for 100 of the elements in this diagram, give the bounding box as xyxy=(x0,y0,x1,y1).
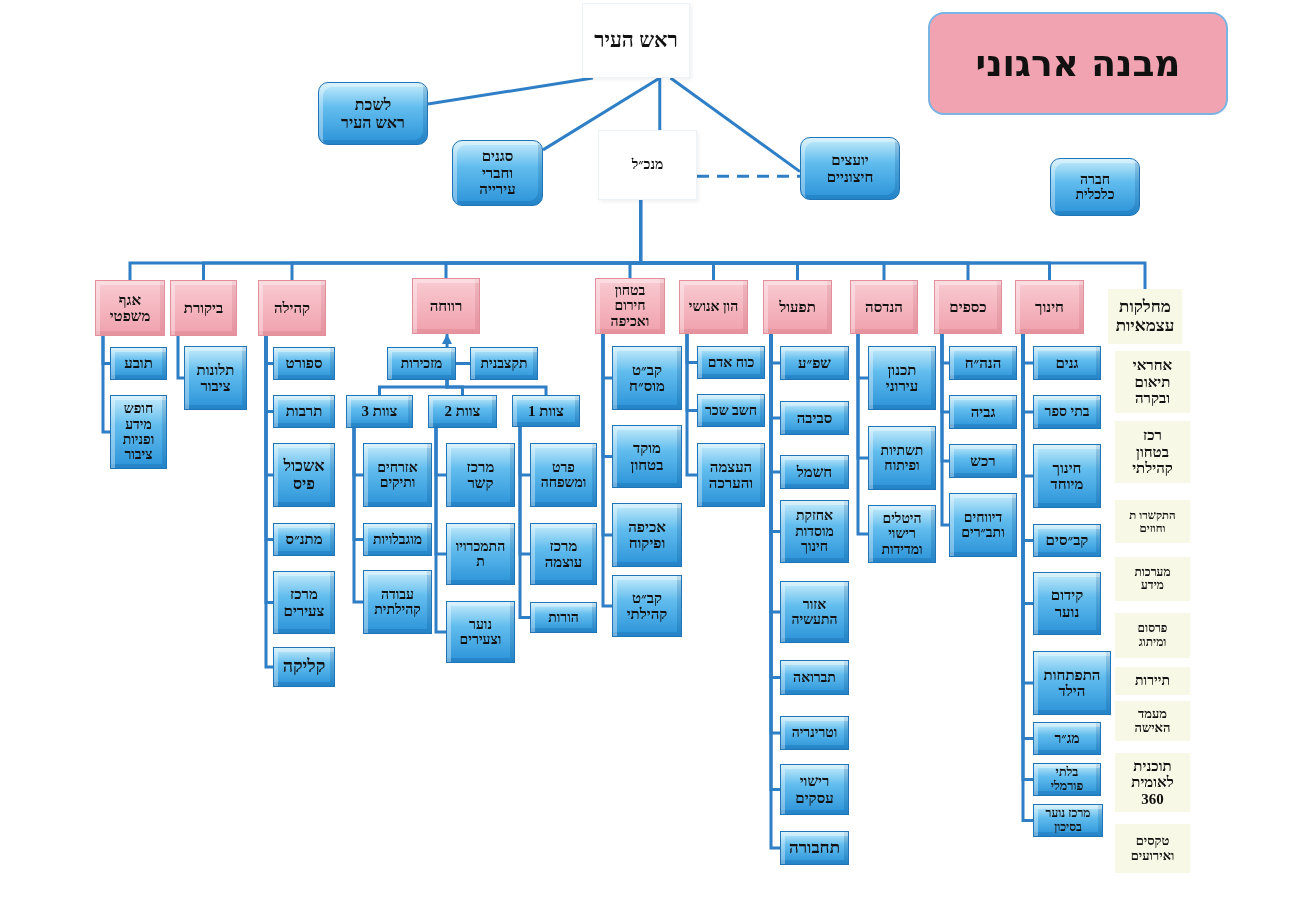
unit-box: טקסים ואירועים xyxy=(1115,824,1190,873)
unit-box: גביה xyxy=(949,395,1017,429)
unit-box: מוגבלויות xyxy=(363,523,432,556)
unit-box: קב״ט מוס״ח xyxy=(612,346,682,410)
unit-box: אזרחים ותיקים xyxy=(363,443,432,507)
position-box: מנכ״ל xyxy=(598,130,697,200)
unit-box: מוקד בטחון xyxy=(612,425,682,488)
unit-box: תרבות xyxy=(273,395,335,428)
unit-box: התמכרויו ת xyxy=(446,523,515,585)
unit-box: חשב שכר xyxy=(697,394,765,427)
unit-box: מרכז עוצמה xyxy=(530,523,597,585)
connector-line xyxy=(352,428,363,604)
unit-box: צוות 2 xyxy=(428,395,497,428)
connector-line xyxy=(669,76,801,173)
unit-box: אזור התעשיה xyxy=(780,581,849,643)
unit-box: אחראי תיאום ובקרה xyxy=(1115,351,1190,413)
connector-line xyxy=(427,76,594,106)
unit-box: התפתחות הילד xyxy=(1033,651,1111,715)
unit-box: לשכת ראש העיר xyxy=(318,82,428,145)
unit-box: חופש מידע ופניות ציבור xyxy=(110,395,167,469)
unit-box: מרכז קשר xyxy=(446,443,515,507)
unit-box: הנה״ח xyxy=(949,346,1017,380)
unit-box: מג״ר xyxy=(1033,722,1101,755)
unit-box: קליקה xyxy=(273,647,335,687)
unit-box: חינוך מיוחד xyxy=(1033,444,1101,508)
connector-line xyxy=(101,336,110,434)
unit-box: דיווחים ותב״רים xyxy=(949,493,1017,557)
connector-line xyxy=(176,336,184,380)
unit-box: רכש xyxy=(949,444,1017,478)
connector-line xyxy=(442,334,453,347)
unit-box: מערכות מידע xyxy=(1115,557,1190,601)
unit-box: ספורט xyxy=(273,347,335,380)
unit-box: רכז בטחון קהילתי xyxy=(1115,421,1190,483)
unit-box: תוכנית לאומית 360 xyxy=(1115,753,1190,812)
unit-box: תיירות xyxy=(1115,667,1190,695)
unit-box: פרט ומשפחה xyxy=(530,443,597,507)
unit-box: כוח אדם xyxy=(697,346,765,379)
unit-box: תחבורה xyxy=(780,831,849,865)
connector-line xyxy=(639,200,1147,289)
unit-box: בתי ספר xyxy=(1033,395,1101,429)
unit-box: מתנ״ס xyxy=(273,523,335,556)
unit-box: התקשרו ת וחוזים xyxy=(1115,500,1190,543)
department-box: אגף משפטי xyxy=(95,280,165,336)
unit-box: אחזקת מוסדות חינוך xyxy=(780,500,849,563)
unit-box: נוער וצעירים xyxy=(446,601,515,663)
unit-box: מעמד האישה xyxy=(1115,701,1190,741)
connector-line xyxy=(518,427,530,619)
unit-box: יועצים חיצוניים xyxy=(800,137,900,200)
unit-box: מרכז נוער בסיכון xyxy=(1033,804,1103,837)
connector-line xyxy=(940,334,949,527)
unit-box: היטלים רישוי ומדידות xyxy=(868,505,936,563)
unit-box: אכיפה ופיקוח xyxy=(612,503,682,567)
position-box: ראש העיר xyxy=(582,3,690,78)
unit-box: תברואה xyxy=(780,660,849,695)
unit-box: פרסום ומיתוג xyxy=(1115,613,1190,658)
unit-box: חברה כלכלית xyxy=(1050,158,1140,216)
unit-box: רישוי עסקים xyxy=(780,764,849,815)
connector-line xyxy=(856,334,868,536)
connector-line xyxy=(658,78,662,130)
department-box: בטחון חירום ואכיפה xyxy=(595,278,665,334)
unit-box: וטרינריה xyxy=(780,716,849,750)
unit-box: שפ״ע xyxy=(780,346,849,380)
unit-box: תשתיות ופיתוח xyxy=(868,426,936,490)
unit-box: גנים xyxy=(1033,346,1101,380)
unit-box: מרכז צעירים xyxy=(273,571,335,634)
unit-box: צוות 1 xyxy=(512,395,580,427)
unit-box: צוות 3 xyxy=(346,395,413,428)
connector-line xyxy=(685,334,697,477)
unit-box: קב״ט קהילתי xyxy=(612,575,682,637)
unit-box: חשמל xyxy=(780,455,849,489)
connector-line xyxy=(378,380,449,395)
department-box: תפעול xyxy=(763,280,832,334)
unit-box: קידום נוער xyxy=(1033,572,1101,635)
unit-box: סביבה xyxy=(780,401,849,435)
unit-box: בלתי פורמלי xyxy=(1033,763,1101,796)
connector-line xyxy=(456,362,470,365)
unit-box: מחלקות עצמאיות xyxy=(1108,289,1182,344)
unit-box: הורות xyxy=(530,602,597,633)
title-banner: מבנה ארגוני xyxy=(928,12,1228,115)
connector-line xyxy=(264,336,273,669)
connector-line xyxy=(697,174,800,178)
department-box: הנדסה xyxy=(850,280,918,334)
connector-line xyxy=(434,428,446,634)
unit-box: קב״סים xyxy=(1033,524,1101,557)
connector-line xyxy=(601,334,612,608)
unit-box: תלונות ציבור xyxy=(184,346,247,410)
unit-box: תכנון עירוני xyxy=(868,346,936,410)
connector-line xyxy=(542,76,661,152)
unit-box: תובע xyxy=(110,347,167,380)
department-box: קהילה xyxy=(258,280,326,336)
unit-box: מזכירות xyxy=(387,347,456,380)
unit-box: אשכול פיס xyxy=(273,443,335,507)
department-box: רווחה xyxy=(412,278,480,334)
department-box: ביקורת xyxy=(170,280,237,336)
department-box: כספים xyxy=(934,280,1002,334)
unit-box: העצמה והערכה xyxy=(697,443,765,507)
department-box: הון אנושי xyxy=(679,280,748,334)
unit-box: סגנים וחברי עירייה xyxy=(452,140,543,206)
department-box: חינוך xyxy=(1015,280,1084,334)
unit-box: עבודה קהילתית xyxy=(363,570,432,634)
